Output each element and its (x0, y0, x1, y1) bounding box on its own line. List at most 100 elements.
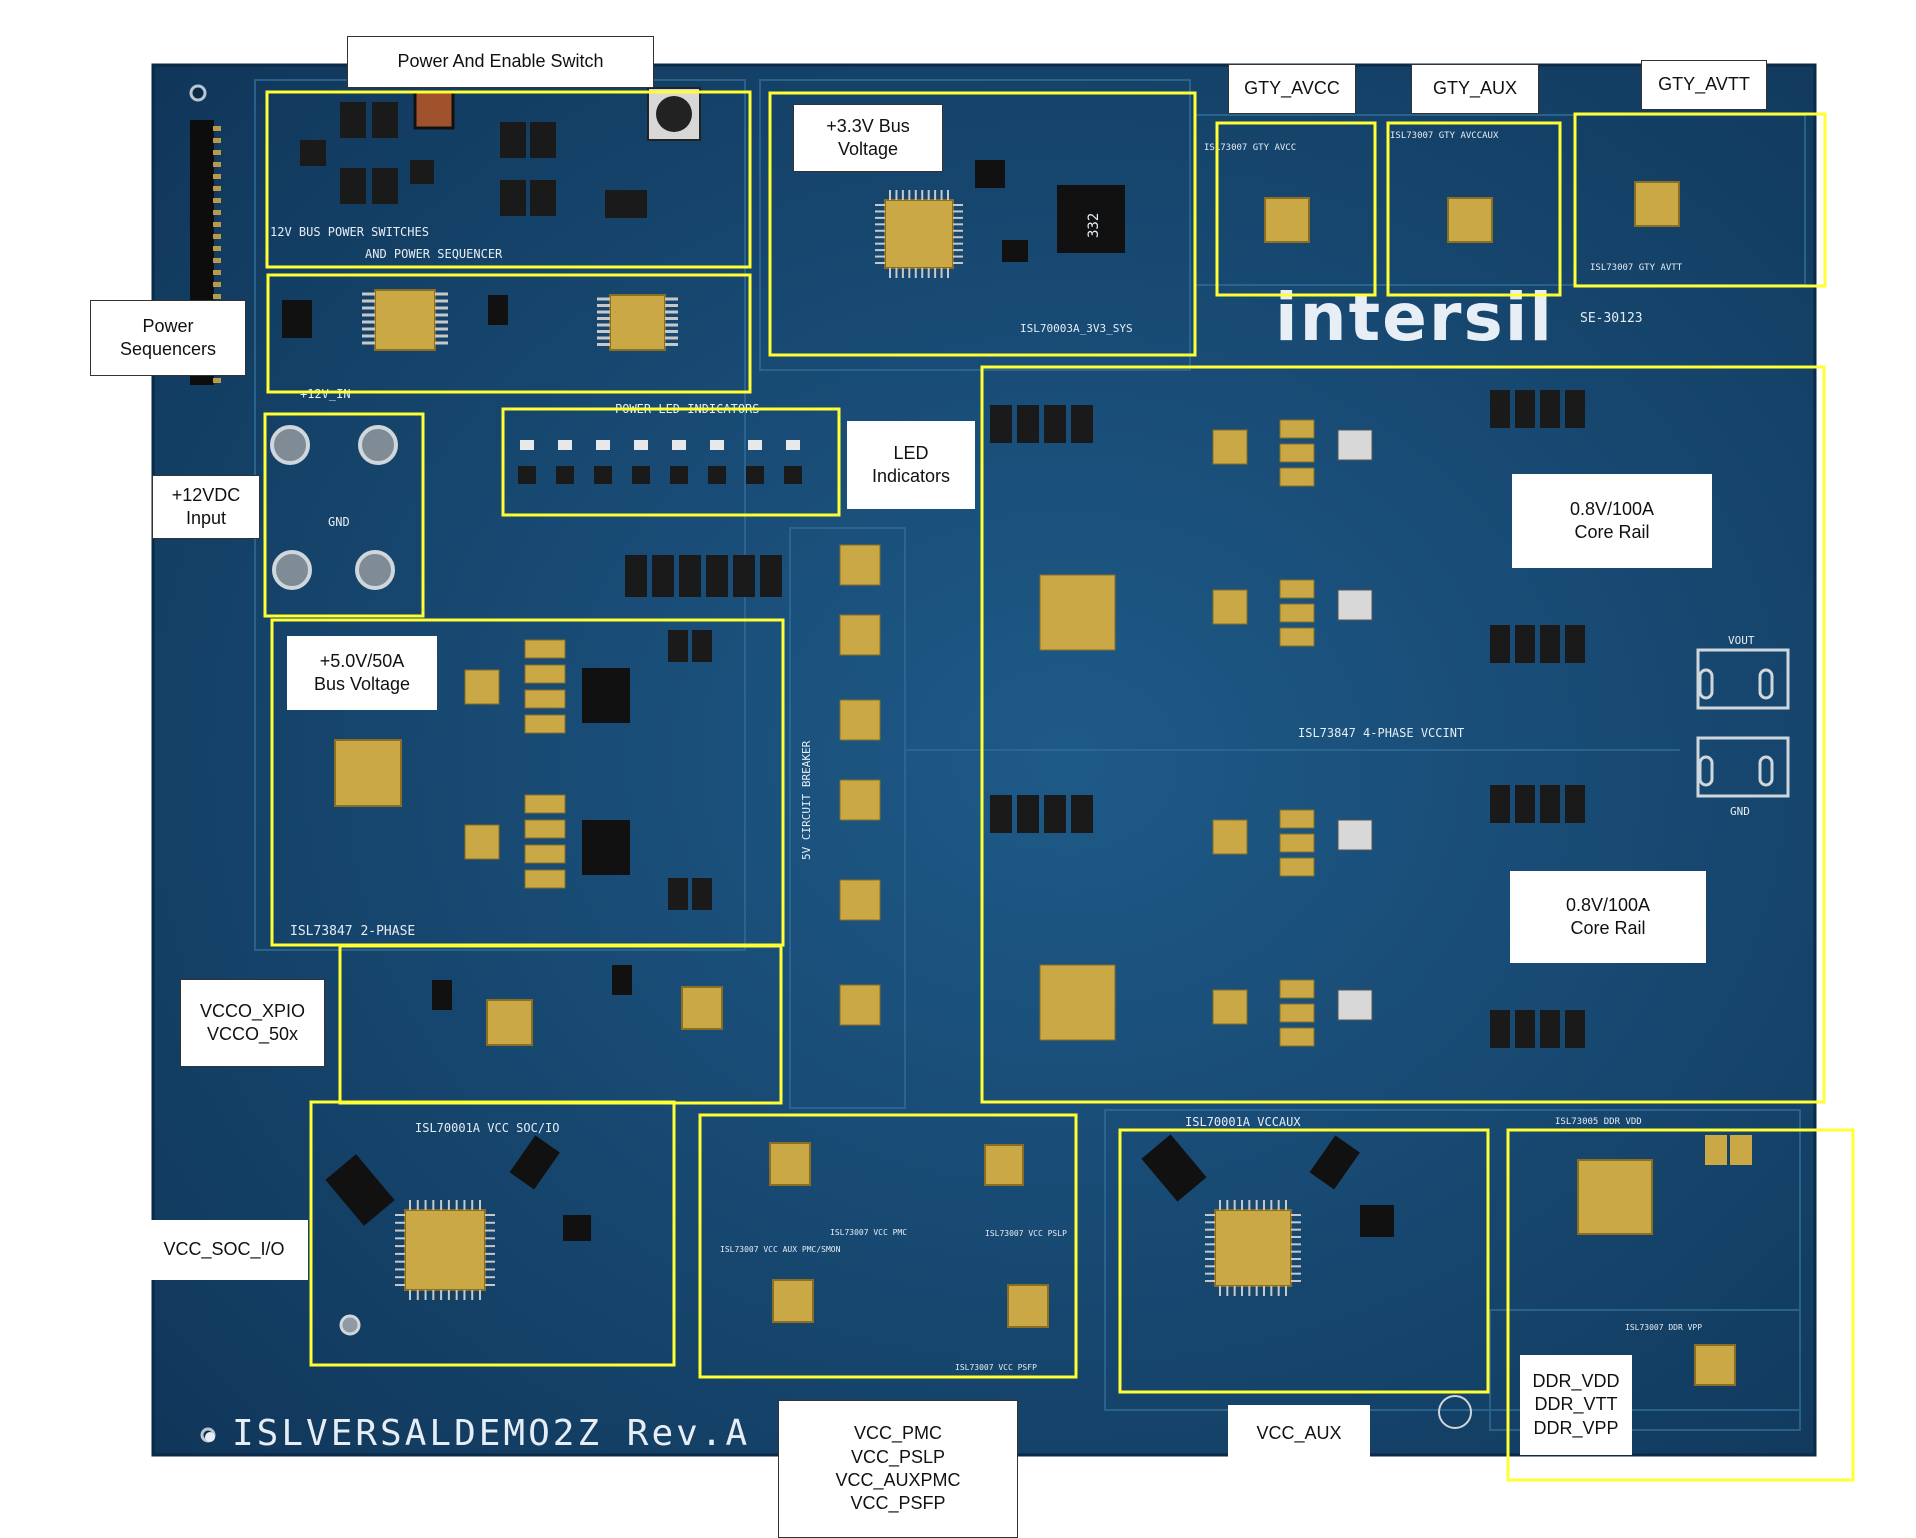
callout-vcc-aux: VCC_AUX (1228, 1405, 1370, 1463)
mosfet (1540, 390, 1560, 428)
pin (213, 186, 221, 191)
led (748, 440, 762, 450)
inductor (1337, 589, 1373, 621)
tantalum-cap (524, 714, 566, 734)
pin (213, 258, 221, 263)
silk-ddr-vtt: ISL73007 DDR VPP (1625, 1323, 1702, 1332)
mosfet (1565, 625, 1585, 663)
callout-gty-aux: GTY_AUX (1411, 64, 1539, 114)
silk-12v-in: +12V_IN (300, 387, 351, 401)
led (786, 440, 800, 450)
silk-gnd-input: GND (328, 515, 350, 529)
highlight-boxes (263, 90, 1855, 1482)
silk-vcc-pslp: ISL73007 VCC PSLP (985, 1229, 1067, 1238)
ic (839, 544, 881, 586)
tantalum-cap (1279, 979, 1315, 999)
ic (746, 466, 764, 484)
pin (213, 198, 221, 203)
mosfet (1515, 390, 1535, 428)
box-gty-avcc (1215, 121, 1377, 297)
led (558, 440, 572, 450)
box-soc (309, 1100, 676, 1367)
box-input (263, 412, 425, 618)
callout-ddr-group: DDR_VDD DDR_VTT DDR_VPP (1520, 1355, 1632, 1455)
pin (213, 282, 221, 287)
ic (594, 466, 612, 484)
led (672, 440, 686, 450)
power-switch-area: 12V BUS POWER SWITCHES AND POWER SEQUENC… (270, 87, 701, 261)
box-gty-aux (1386, 121, 1562, 297)
led-area (518, 440, 802, 484)
callout-core-rail-1: 0.8V/100A Core Rail (1512, 474, 1712, 568)
controller-ic (1039, 964, 1116, 1041)
box-sequencers (266, 273, 752, 394)
inductor (733, 555, 755, 597)
tantalum-cap (1279, 627, 1315, 647)
vccint-area (990, 390, 1585, 1048)
tantalum-cap (524, 794, 566, 814)
silk-vccaux: ISL70001A VCCAUX (1185, 1115, 1301, 1129)
mosfet (990, 405, 1012, 443)
silk-vcc-pmc: ISL73007 VCC PMC (830, 1228, 907, 1237)
inductor (652, 555, 674, 597)
callout-power-enable-switch: Power And Enable Switch (347, 36, 654, 88)
mosfet (1565, 785, 1585, 823)
inductor (679, 555, 701, 597)
mosfet (372, 168, 398, 204)
ic (556, 466, 574, 484)
gty-area: ISL73007 GTY AVCC ISL73007 GTY AVCCAUX I… (1204, 131, 1683, 273)
box-vccint (980, 365, 1826, 1104)
ic (1212, 819, 1248, 855)
xpio-area (432, 965, 723, 1046)
box-v33 (768, 91, 1197, 357)
mosfet (1515, 625, 1535, 663)
pin (213, 294, 221, 299)
tantalum-cap (524, 844, 566, 864)
mosfet (1490, 1010, 1510, 1048)
tantalum-cap (1279, 579, 1315, 599)
silk-vcc-aux-pmc: ISL73007 VCC AUX PMC/SMON (720, 1245, 841, 1254)
silk-vout: VOUT (1728, 634, 1755, 647)
pin (213, 210, 221, 215)
mosfet (1490, 390, 1510, 428)
board-name-dot (205, 1432, 215, 1442)
led (634, 440, 648, 450)
mosfet (990, 795, 1012, 833)
tantalum-cap (1279, 1027, 1315, 1047)
mosfet (692, 630, 712, 662)
ic (632, 466, 650, 484)
ddr-area: ISL73005 DDR VDD ISL73007 DDR VPP (1555, 1117, 1752, 1386)
callout-led-indicators: LED Indicators (847, 421, 975, 509)
inductor (1337, 819, 1373, 851)
ic (300, 140, 326, 166)
mosfet (1515, 785, 1535, 823)
silk-gty-aux: ISL73007 GTY AVCCAUX (1390, 131, 1499, 141)
tantalum-cap (1279, 443, 1315, 463)
mosfet (668, 630, 688, 662)
silk-c332: 332 (1086, 213, 1102, 238)
input-area (270, 425, 398, 590)
callout-power-sequencers: Power Sequencers (90, 300, 246, 376)
pin (213, 150, 221, 155)
v33-area: 332 ISL70003A_3V3_SYS (875, 160, 1133, 335)
mosfet (1071, 795, 1093, 833)
mosfet (500, 180, 526, 216)
ic (410, 160, 434, 184)
mosfet (1044, 795, 1066, 833)
mosfet (1017, 405, 1039, 443)
silk-gnd-vout: GND (1730, 805, 1750, 818)
pin (213, 138, 221, 143)
ic (1212, 989, 1248, 1025)
controller-ic (1039, 574, 1116, 651)
silk-vcc-psfp: ISL73007 VCC PSFP (955, 1363, 1037, 1372)
mosfet (372, 102, 398, 138)
inductor (625, 555, 647, 597)
pin (213, 378, 221, 383)
mosfet (1540, 1010, 1560, 1048)
pin (213, 234, 221, 239)
callout-12vdc-input: +12VDC Input (152, 475, 260, 539)
mosfet (500, 122, 526, 158)
mosfet (1071, 405, 1093, 443)
silk-vcc-soc: ISL70001A VCC SOC/IO (415, 1121, 560, 1135)
